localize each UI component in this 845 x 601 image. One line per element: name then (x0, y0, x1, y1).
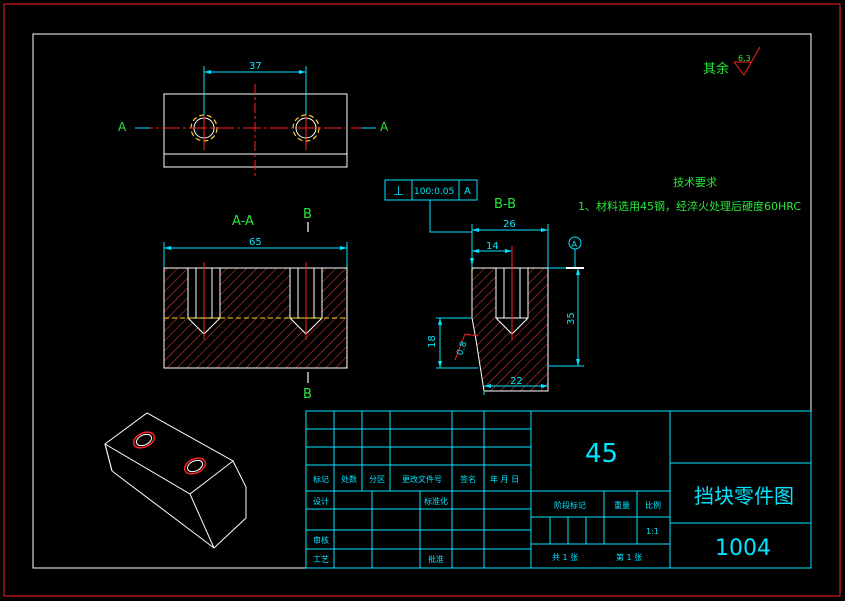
technical-requirements: 技术要求 1、材料选用45钢，经淬火处理后硬度60HRC (578, 176, 801, 213)
svg-text:设计: 设计 (313, 496, 329, 506)
section-b-b: B-B 26 14 35 A 18 (427, 197, 584, 395)
svg-text:标准化: 标准化 (424, 496, 448, 506)
isometric-view (104, 412, 247, 549)
svg-text:18: 18 (427, 335, 438, 348)
svg-text:标记: 标记 (313, 474, 329, 484)
top-view: 37 A A (118, 61, 389, 176)
outer-sheet-border (3, 3, 841, 597)
svg-text:年 月 日: 年 月 日 (490, 474, 519, 484)
svg-text:审核: 审核 (313, 535, 329, 545)
svg-text:阶段标记: 阶段标记 (554, 500, 586, 510)
svg-text:分区: 分区 (369, 475, 385, 484)
dim-length: 65 (249, 237, 262, 248)
dim-hole-spacing: 37 (249, 61, 262, 72)
svg-text:35: 35 (566, 312, 577, 325)
roughness-general: 其余 6.3 (703, 46, 761, 77)
svg-text:更改文件号: 更改文件号 (402, 474, 442, 484)
svg-text:14: 14 (486, 241, 499, 252)
svg-text:A: A (572, 240, 578, 249)
svg-text:处数: 处数 (341, 474, 357, 484)
tech-req-heading: 技术要求 (673, 176, 717, 189)
tech-req-line1: 1、材料选用45钢，经淬火处理后硬度60HRC (578, 199, 801, 213)
svg-text:0.8: 0.8 (455, 340, 469, 357)
section-mark-a-left: A (118, 120, 127, 134)
svg-text:22: 22 (510, 376, 523, 387)
svg-text:⊥: ⊥ (393, 184, 404, 199)
section-b-b-title: B-B (494, 197, 516, 212)
svg-text:其余: 其余 (703, 61, 729, 77)
svg-text:共 1 张: 共 1 张 (552, 553, 578, 562)
tolerance-frame: ⊥ 100:0.05 A (384, 179, 478, 266)
section-a-a-title: A-A (232, 214, 254, 229)
section-mark-a-right: A (380, 120, 389, 134)
title-block (305, 410, 812, 569)
cut-mark-b-top: B (303, 207, 312, 222)
svg-text:6.3: 6.3 (738, 54, 751, 63)
svg-text:重量: 重量 (614, 500, 630, 510)
cut-mark-b-bottom: B (303, 387, 312, 402)
title-block-text: 45 挡块零件图 1004 标记 处数 分区 更改文件号 签名 年 月 日 设计… (313, 439, 794, 564)
svg-text:批准: 批准 (428, 554, 444, 564)
svg-text:A: A (464, 186, 471, 197)
part-name: 挡块零件图 (694, 484, 794, 508)
svg-text:1:1: 1:1 (646, 527, 659, 536)
svg-text:26: 26 (503, 219, 516, 230)
svg-text:比例: 比例 (645, 500, 661, 510)
svg-text:第 1 张: 第 1 张 (616, 552, 642, 562)
material: 45 (585, 439, 618, 469)
svg-text:签名: 签名 (460, 474, 476, 484)
section-a-a: A-A B B 65 (163, 207, 348, 402)
svg-text:工艺: 工艺 (313, 555, 329, 564)
svg-text:100:0.05: 100:0.05 (414, 187, 454, 197)
drawing-number: 1004 (715, 536, 771, 561)
